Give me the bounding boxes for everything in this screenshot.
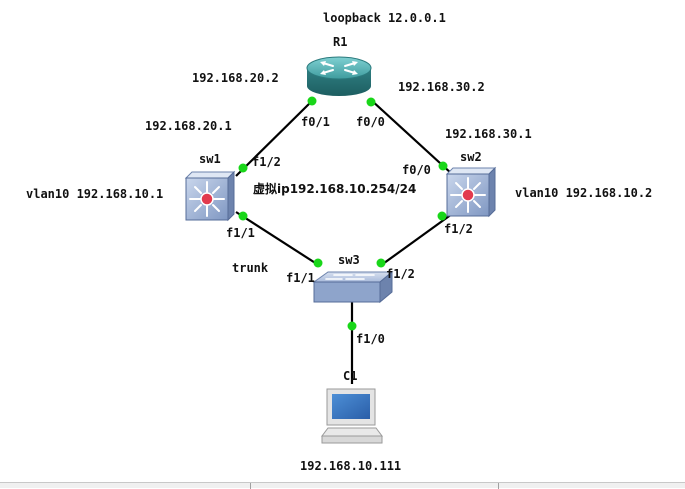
link-r1-sw1[interactable] xyxy=(235,98,315,177)
switch-sw1[interactable] xyxy=(184,170,236,222)
router-ip-right-label: 192.168.30.2 xyxy=(398,80,485,94)
window-bottom-scroll-strip xyxy=(0,482,685,489)
sw2-port-uplink-label: f0/0 xyxy=(402,163,431,177)
multilayer-switch-icon xyxy=(184,170,236,222)
l2-switch-icon xyxy=(312,270,394,304)
sw1-port-down-label: f1/1 xyxy=(226,226,255,240)
router-port-right-label: f0/0 xyxy=(356,115,385,129)
port-indicator-sw3-f1-0 xyxy=(347,321,357,331)
sw1-vlan-label: vlan10 192.168.10.1 xyxy=(26,187,163,201)
switch-sw2[interactable] xyxy=(445,166,497,218)
port-indicator-sw3-f1-2 xyxy=(376,258,386,268)
router-loopback-label: loopback 12.0.0.1 xyxy=(323,11,446,25)
pc-icon xyxy=(321,388,383,444)
router-ip-left-label: 192.168.20.2 xyxy=(192,71,279,85)
sw2-name-label: sw2 xyxy=(460,150,482,164)
sw3-name-label: sw3 xyxy=(338,253,360,267)
strip-divider xyxy=(498,483,499,489)
port-indicator-r1-f0-1 xyxy=(307,96,317,106)
router-name-label: R1 xyxy=(333,35,347,49)
sw1-port-uplink-label: f1/2 xyxy=(252,155,281,169)
pc-ip-label: 192.168.10.111 xyxy=(300,459,401,473)
sw3-port-left-label: f1/1 xyxy=(286,271,315,285)
virtual-ip-label: 虚拟ip192.168.10.254/24 xyxy=(253,181,416,196)
pc-name-label: C1 xyxy=(343,369,357,383)
pc-c1[interactable] xyxy=(321,388,383,444)
sw2-port-down-label: f1/2 xyxy=(444,222,473,236)
link-sw2-sw3[interactable] xyxy=(379,213,453,267)
sw1-uplink-ip-label: 192.168.20.1 xyxy=(145,119,232,133)
link-r1-sw2[interactable] xyxy=(369,98,453,175)
port-indicator-sw3-f1-1 xyxy=(313,258,323,268)
trunk-label: trunk xyxy=(232,261,269,275)
multilayer-switch-icon xyxy=(445,166,497,218)
strip-divider xyxy=(250,483,251,489)
port-indicator-sw2-f0-0 xyxy=(438,161,448,171)
port-indicator-sw1-f1-2 xyxy=(238,163,248,173)
sw2-vlan-label: vlan10 192.168.10.2 xyxy=(515,186,652,200)
router-port-left-label: f0/1 xyxy=(301,115,330,129)
sw1-name-label: sw1 xyxy=(199,152,221,166)
port-indicator-r1-f0-0 xyxy=(366,97,376,107)
router-r1[interactable] xyxy=(306,56,372,96)
router-icon xyxy=(306,56,372,96)
sw3-port-right-label: f1/2 xyxy=(386,267,415,281)
sw3-port-down-label: f1/0 xyxy=(356,332,385,346)
sw2-uplink-ip-label: 192.168.30.1 xyxy=(445,127,532,141)
link-sw1-sw3[interactable] xyxy=(235,211,321,267)
port-indicator-sw2-f1-2 xyxy=(437,211,447,221)
port-indicator-sw1-f1-1 xyxy=(238,211,248,221)
switch-sw3[interactable] xyxy=(312,270,394,304)
